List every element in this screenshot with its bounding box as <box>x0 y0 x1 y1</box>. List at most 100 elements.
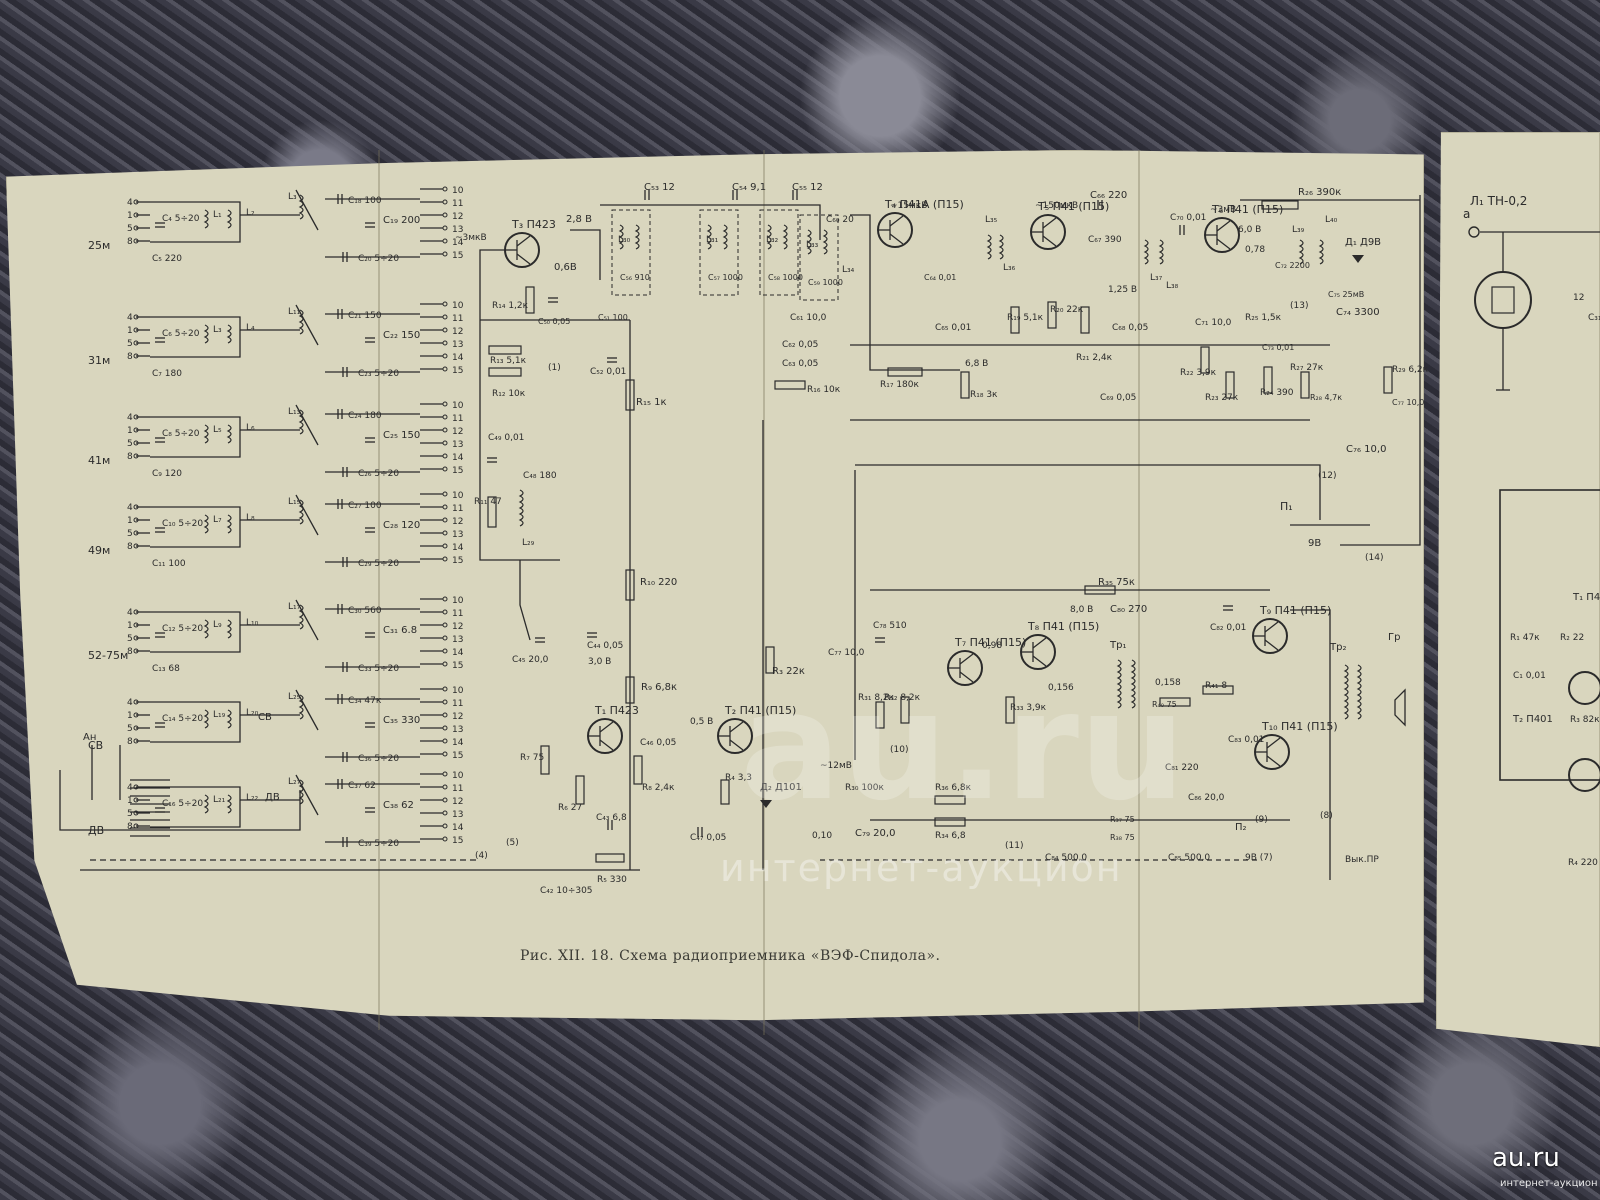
label-c56: C₅₆ 910 <box>620 273 650 282</box>
inductor <box>203 514 209 534</box>
inductor <box>203 619 209 639</box>
if-transformer-can <box>799 214 839 301</box>
label-c75: C₇₅ 25мВ <box>1328 290 1364 299</box>
label-v60: 6,0 В <box>1238 225 1261 235</box>
band-pin: 5 <box>127 809 133 819</box>
band-pin: 8 <box>127 542 133 552</box>
band-inductor: L₇ <box>213 515 222 525</box>
resistor <box>1080 306 1090 334</box>
switch-contact-label: 12 <box>452 517 463 527</box>
det-lead <box>519 560 531 641</box>
switch-contact <box>442 504 448 510</box>
label-r20: R₂₀ 22к <box>1050 305 1084 315</box>
label-r6: R₆ 27 <box>558 803 582 813</box>
transistor-collector <box>1216 220 1231 232</box>
rs-resistor-label: R₂ 22 <box>1560 633 1584 643</box>
resistor <box>1005 696 1015 724</box>
label-c79: C₇₉ 20,0 <box>855 828 895 839</box>
inductor <box>298 409 304 435</box>
site-logo-subtitle: интернет-аукцион <box>1500 1178 1598 1189</box>
label-tp1: Тр₁ <box>1109 640 1126 651</box>
band-pin: 8 <box>127 352 133 362</box>
site-logo[interactable]: au.ru <box>1492 1143 1560 1173</box>
band-cap-a: C₃₀ 560 <box>348 606 382 616</box>
switch-contact-label: 13 <box>452 635 463 645</box>
label-v008: 8,0 В <box>1070 605 1093 615</box>
transistor-emitter <box>516 253 531 265</box>
band-pin-terminal <box>133 453 139 459</box>
transistor-label-t10: T₁₀ П41 (П15) <box>1261 720 1338 733</box>
switch-contact-label: 14 <box>452 543 464 553</box>
switch-contact <box>442 622 448 628</box>
band-pin: 4 <box>127 413 133 423</box>
band-cap-c: C₃₃ 5÷20 <box>358 664 399 674</box>
label-l29: L₂₉ <box>522 538 535 548</box>
band-pin-terminal <box>133 504 139 510</box>
transistor-emitter <box>1042 235 1057 247</box>
switch-contact <box>442 366 448 372</box>
tuning-arrow <box>295 404 319 446</box>
band-inductor: L₆ <box>246 423 255 433</box>
label-r8: R₈ 2,4к <box>642 783 675 793</box>
rs-transistor-label: T₂ П401 <box>1512 714 1553 725</box>
inductor <box>1298 239 1304 265</box>
band-inductor: L₉ <box>213 620 222 630</box>
label-d2: Д₂ Д101 <box>760 782 802 793</box>
transistor-collector <box>1032 637 1047 649</box>
watermark-text: интернет-аукцион <box>720 846 1123 890</box>
label-r36: R₃₆ 6,8к <box>935 783 972 793</box>
band-pin-terminal <box>133 635 139 641</box>
switch-contact <box>442 556 448 562</box>
inductor <box>518 489 524 527</box>
label-c42: C₄₂ 10÷305 <box>540 886 593 896</box>
switch-contact <box>442 725 448 731</box>
switch-contact <box>442 751 448 757</box>
label-r41: R₄₁ 8 <box>1205 681 1227 691</box>
diode-d1 <box>1352 255 1364 263</box>
rs-resistor-label: R₃ 82к <box>1570 715 1600 725</box>
label-c52: C₅₂ 0,01 <box>590 367 626 377</box>
band-cap-c: C₃₉ 5÷20 <box>358 839 399 849</box>
label-c67: C₆₇ 390 <box>1088 235 1122 245</box>
loudspeaker-icon <box>1394 688 1406 727</box>
label-c66: C₆₆ 220 <box>1090 190 1127 201</box>
switch-contact <box>442 427 448 433</box>
label-l39: L₃₉ <box>1292 225 1305 235</box>
label-c64: C₆₄ 0,01 <box>924 273 956 282</box>
band-pin: 5 <box>127 724 133 734</box>
resistor <box>1263 366 1273 394</box>
transistor-collector <box>959 653 974 665</box>
band-pin: 1 <box>127 426 133 436</box>
label-c84: C₈₄ 500,0 <box>1045 853 1087 863</box>
inductor <box>1356 664 1362 720</box>
switch-contact <box>442 414 448 420</box>
transistor-label-t1: T₁ П423 <box>594 704 639 717</box>
band-inductor: L₂₀ <box>246 708 259 718</box>
inductor <box>203 794 209 814</box>
band-coil-label: L₂₅ <box>288 692 301 702</box>
label-c81: C₈₁ 220 <box>1165 763 1199 773</box>
band-cap-a: C₂₁ 150 <box>348 311 382 321</box>
inductor <box>203 324 209 344</box>
band-pin: 8 <box>127 452 133 462</box>
transistor-label-t4: T₄ П41А (П15) <box>884 198 964 211</box>
switch-contact-label: 13 <box>452 225 463 235</box>
inductor <box>634 224 640 250</box>
inductor <box>203 424 209 444</box>
switch-contact <box>442 517 448 523</box>
label-n10: (10) <box>890 745 908 755</box>
band-cap-small: C₁₀ 5÷20 <box>162 519 203 529</box>
label-c63: C₆₃ 0,05 <box>782 359 818 369</box>
resistor <box>887 367 923 377</box>
label-r10: R₁₀ 220 <box>640 577 677 588</box>
label-n11: (11) <box>1005 841 1023 851</box>
schematic-sheet <box>6 150 1424 1021</box>
label-c76: C₇₆ 10,0 <box>1346 444 1386 455</box>
band-cap-c: C₂₀ 5÷20 <box>358 254 399 264</box>
transistor-emitter <box>1266 755 1281 767</box>
switch-contact-label: 10 <box>452 771 464 781</box>
band-cap-b: C₂₈ 120 <box>383 520 420 531</box>
band-pin: 1 <box>127 211 133 221</box>
band-pin-terminal <box>133 712 139 718</box>
